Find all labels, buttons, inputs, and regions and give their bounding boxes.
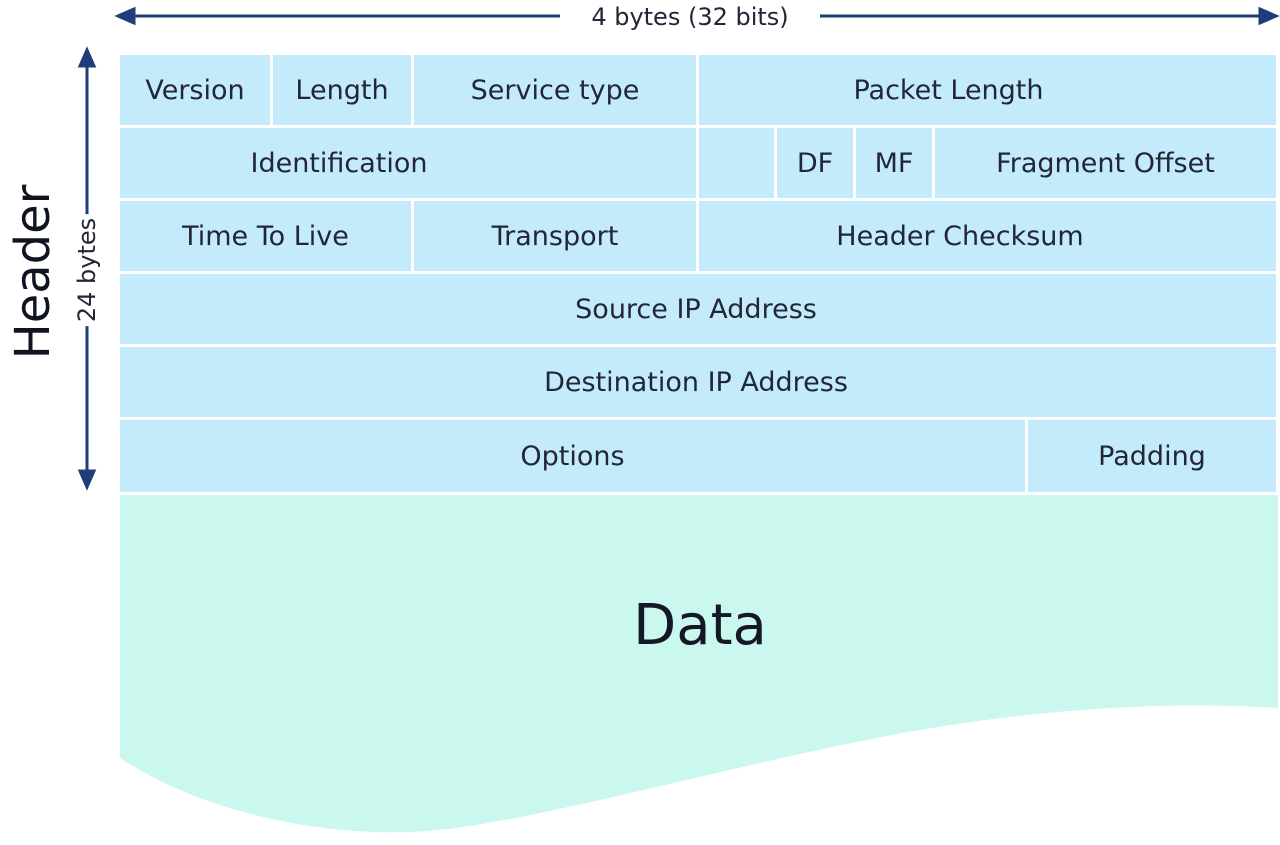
width-dimension-label: 4 bytes (32 bits) xyxy=(560,0,820,34)
field-length: Length xyxy=(273,55,411,125)
data-section-shape xyxy=(120,495,1278,833)
field-destination-ip: Destination IP Address xyxy=(120,347,1276,417)
field-source-ip: Source IP Address xyxy=(120,274,1276,344)
field-padding: Padding xyxy=(1028,420,1276,492)
field-header-checksum-label: Header Checksum xyxy=(836,220,1084,252)
field-header-checksum: Header Checksum xyxy=(699,201,1276,271)
field-fragment-offset: Fragment Offset xyxy=(935,128,1276,198)
field-identification-label: Identification xyxy=(250,147,428,179)
field-options: Options xyxy=(120,420,1025,492)
field-transport: Transport xyxy=(414,201,696,271)
field-reserved-flag xyxy=(699,128,774,198)
field-df: DF xyxy=(777,128,853,198)
field-packet-length-label: Packet Length xyxy=(853,74,1044,106)
field-destination-ip-label: Destination IP Address xyxy=(544,366,848,398)
field-time-to-live: Time To Live xyxy=(120,201,411,271)
width-arrow-right-head xyxy=(1258,6,1280,26)
data-section-label: Data xyxy=(633,592,767,658)
field-version: Version xyxy=(120,55,270,125)
field-service-type: Service type xyxy=(414,55,696,125)
field-source-ip-label: Source IP Address xyxy=(575,293,817,325)
height-arrow-top-head xyxy=(77,46,97,68)
field-identification: Identification xyxy=(120,128,696,198)
field-packet-length: Packet Length xyxy=(699,55,1276,125)
width-arrow-left-head xyxy=(114,6,136,26)
field-mf: MF xyxy=(856,128,932,198)
height-arrow-bottom-head xyxy=(77,469,97,491)
